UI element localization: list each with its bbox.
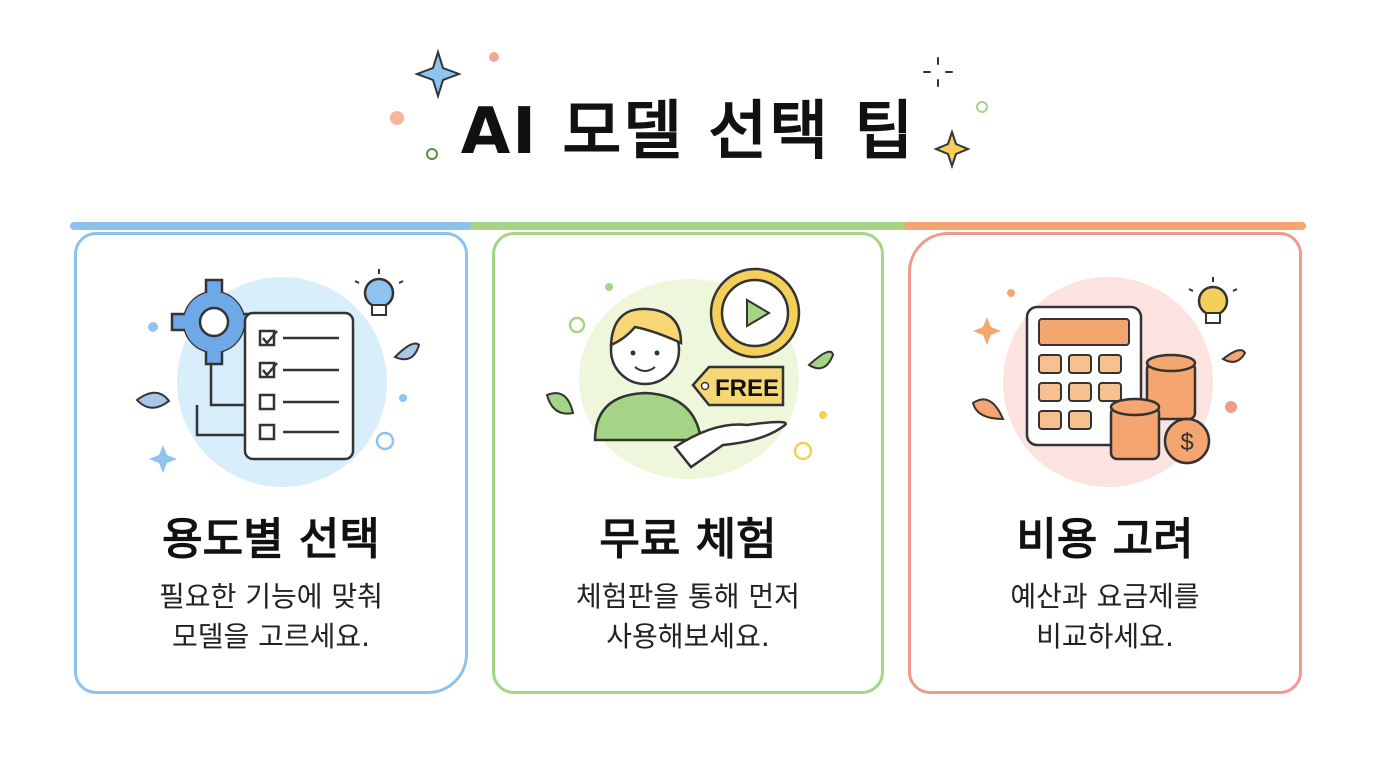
card-description: 필요한 기능에 맞춰 모델을 고르세요. <box>77 577 465 657</box>
sparkle-decorations <box>390 48 988 170</box>
dot-icon <box>605 283 613 291</box>
card-title: 용도별 선택 <box>162 514 380 565</box>
leaf-icon <box>807 350 835 370</box>
sparkle-icon <box>973 317 1001 345</box>
card-desc-line: 필요한 기능에 맞춰 <box>159 580 383 613</box>
leaf-icon <box>971 398 1005 421</box>
card-desc-line: 모델을 고르세요. <box>171 620 371 653</box>
checklist-icon <box>195 311 355 461</box>
top-bar-orange <box>904 222 1306 230</box>
top-bar-green <box>470 222 910 230</box>
dot-icon <box>976 101 988 113</box>
card-cost: $ 비용 고려 예산과 요금제를 비교하세요. <box>908 232 1302 694</box>
twinkle-icon <box>923 57 953 87</box>
svg-text:$: $ <box>1180 429 1193 456</box>
leaf-icon <box>545 392 575 415</box>
dollar-coin-icon: $ <box>1163 417 1211 465</box>
dot-icon <box>819 411 827 419</box>
card-desc-line: 비교하세요. <box>1036 620 1174 653</box>
dot-icon <box>489 52 499 62</box>
free-trial-illustration: FREE <box>545 267 835 469</box>
card-title: 무료 체험 <box>599 514 777 565</box>
gear-icon <box>170 278 258 366</box>
dot-icon <box>793 441 813 461</box>
card-desc-line: 체험판을 통해 먼저 <box>576 580 800 613</box>
sparkle-icon <box>414 48 462 100</box>
coins-icon <box>1109 353 1197 461</box>
free-tag-label: FREE <box>715 375 779 402</box>
card-description: 체험판을 통해 먼저 사용해보세요. <box>495 577 881 657</box>
page-title: AI 모델 선택 팁 <box>460 95 916 169</box>
card-description: 예산과 요금제를 비교하세요. <box>911 577 1299 657</box>
card-desc-line: 예산과 요금제를 <box>1010 580 1200 613</box>
leaf-icon <box>135 391 171 409</box>
dot-icon <box>1007 289 1015 297</box>
dot-icon <box>375 431 395 451</box>
lightbulb-icon <box>1188 277 1238 324</box>
sparkle-icon <box>933 128 971 170</box>
play-clock-icon <box>709 267 801 359</box>
card-free-trial: FREE 무료 체험 체험판을 통해 먼저 사용해보세요. <box>492 232 884 694</box>
dot-icon <box>390 111 404 125</box>
dot-icon <box>568 316 586 334</box>
dot-icon <box>1225 401 1237 413</box>
cost-illustration: $ <box>971 277 1247 465</box>
card-desc-line: 사용해보세요. <box>606 620 770 653</box>
lightbulb-icon <box>354 269 404 316</box>
dot-icon <box>148 322 158 332</box>
leaf-icon <box>1221 349 1247 363</box>
card-title: 비용 고려 <box>1016 514 1194 565</box>
use-case-illustration <box>135 269 421 473</box>
card-use-case-frame: 용도별 선택 필요한 기능에 맞춰 모델을 고르세요. <box>74 232 468 694</box>
dot-icon <box>426 148 438 160</box>
sparkle-icon <box>149 445 177 473</box>
leaf-icon <box>393 342 421 361</box>
top-bar-blue <box>70 222 474 230</box>
hand-icon <box>673 420 787 469</box>
person-icon <box>593 307 703 442</box>
free-tag-icon: FREE <box>691 365 785 407</box>
dot-icon <box>399 394 407 402</box>
